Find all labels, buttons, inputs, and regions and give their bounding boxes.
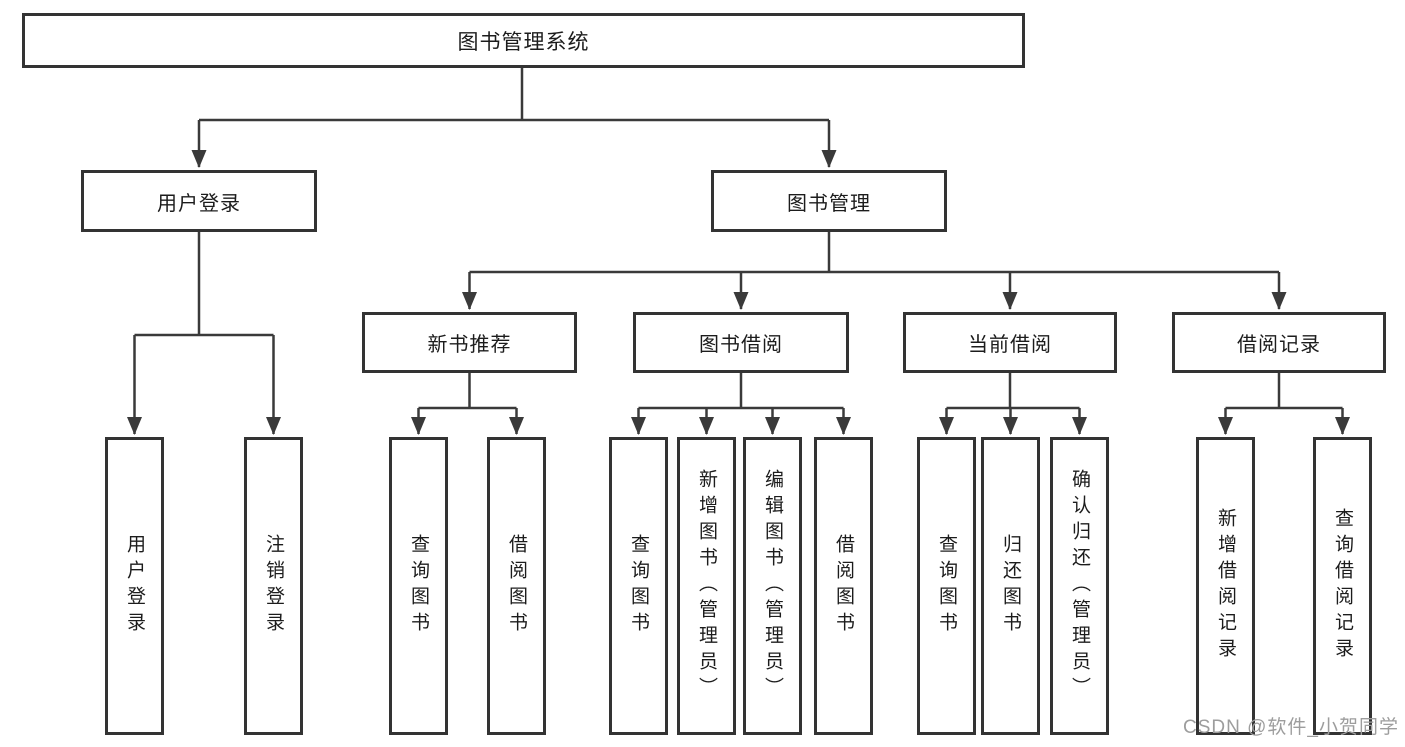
node-new-book-recommendation: 新书推荐 <box>362 312 577 373</box>
watermark-csdn: CSDN @软件_小贺同学 <box>1183 717 1399 738</box>
node-label: 查询借阅记录 <box>1332 508 1353 664</box>
connector-current-borrowing-bar <box>946 373 1080 410</box>
node-label: 新增图书（管理员） <box>696 469 717 703</box>
leaf-add-borrow-record: 新增借阅记录 <box>1196 437 1255 735</box>
node-label: 新增借阅记录 <box>1215 508 1236 664</box>
leaf-query-borrow-record: 查询借阅记录 <box>1313 437 1372 735</box>
connector-new-book-bar <box>418 373 517 410</box>
node-label: 新书推荐 <box>427 334 512 356</box>
node-label: 查询图书 <box>408 534 429 638</box>
leaf-return-books: 归还图书 <box>981 437 1040 735</box>
node-label: 归还图书 <box>1000 534 1021 638</box>
node-book-borrowing: 图书借阅 <box>633 312 849 373</box>
leaf-add-book-admin: 新增图书（管理员） <box>677 437 736 735</box>
connector-root-bar <box>199 68 829 122</box>
node-label: 用户登录 <box>157 192 241 215</box>
node-label: 当前借阅 <box>968 334 1052 356</box>
node-label: 查询图书 <box>628 534 649 638</box>
connector-borrowing-records-bar <box>1225 373 1343 410</box>
leaf-confirm-return-admin: 确认归还（管理员） <box>1050 437 1109 735</box>
leaf-edit-book-admin: 编辑图书（管理员） <box>743 437 802 735</box>
node-borrowing-records: 借阅记录 <box>1172 312 1386 373</box>
leaf-user-login: 用户登录 <box>105 437 164 735</box>
node-label: 图书管理 <box>787 192 871 215</box>
node-label: 图书借阅 <box>699 334 783 356</box>
node-label: 用户登录 <box>124 534 145 638</box>
leaf-logout: 注销登录 <box>244 437 303 735</box>
node-book-management: 图书管理 <box>711 170 947 232</box>
leaf-query-books-borrowing: 查询图书 <box>609 437 668 735</box>
node-label: 查询图书 <box>936 534 957 638</box>
connector-book-management-bar <box>469 232 1279 274</box>
node-label: 借阅记录 <box>1237 334 1321 356</box>
node-user-login: 用户登录 <box>81 170 317 232</box>
node-label: 确认归还（管理员） <box>1069 469 1090 703</box>
node-current-borrowing: 当前借阅 <box>903 312 1117 373</box>
connector-book-borrowing-bar <box>638 373 844 410</box>
leaf-borrow-books-borrowing: 借阅图书 <box>814 437 873 735</box>
node-label: 注销登录 <box>263 534 284 638</box>
connector-user-login-bar <box>134 232 274 337</box>
node-label: 图书管理系统 <box>457 30 590 54</box>
node-library-management-system: 图书管理系统 <box>22 13 1025 68</box>
leaf-query-books-current: 查询图书 <box>917 437 976 735</box>
node-label: 编辑图书（管理员） <box>762 469 783 703</box>
node-label: 借阅图书 <box>833 534 854 638</box>
node-label: 借阅图书 <box>506 534 527 638</box>
leaf-borrow-books-recommend: 借阅图书 <box>487 437 546 735</box>
leaf-query-books-recommend: 查询图书 <box>389 437 448 735</box>
